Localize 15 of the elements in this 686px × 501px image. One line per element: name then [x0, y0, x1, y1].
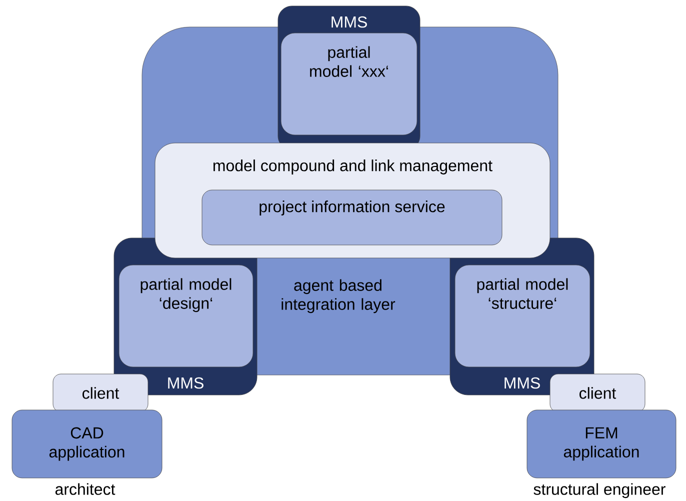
label: project information service [260, 200, 445, 216]
label: FEM application [564, 427, 639, 461]
label: MMS [168, 377, 204, 389]
label: client [580, 387, 616, 399]
role-label: structural engineer [534, 483, 666, 498]
label: CAD application [49, 427, 124, 461]
label: partial model ‘structure‘ [477, 278, 568, 309]
label: partial model ‘xxx‘ [310, 46, 388, 77]
role-label: architect [55, 483, 116, 495]
label: MMS [504, 377, 540, 389]
label: partial model ‘design‘ [140, 278, 232, 312]
label: client [82, 387, 120, 399]
label: model compound and link management [213, 160, 492, 174]
label: agent based integration layer [282, 279, 396, 314]
label: MMS [332, 16, 367, 28]
